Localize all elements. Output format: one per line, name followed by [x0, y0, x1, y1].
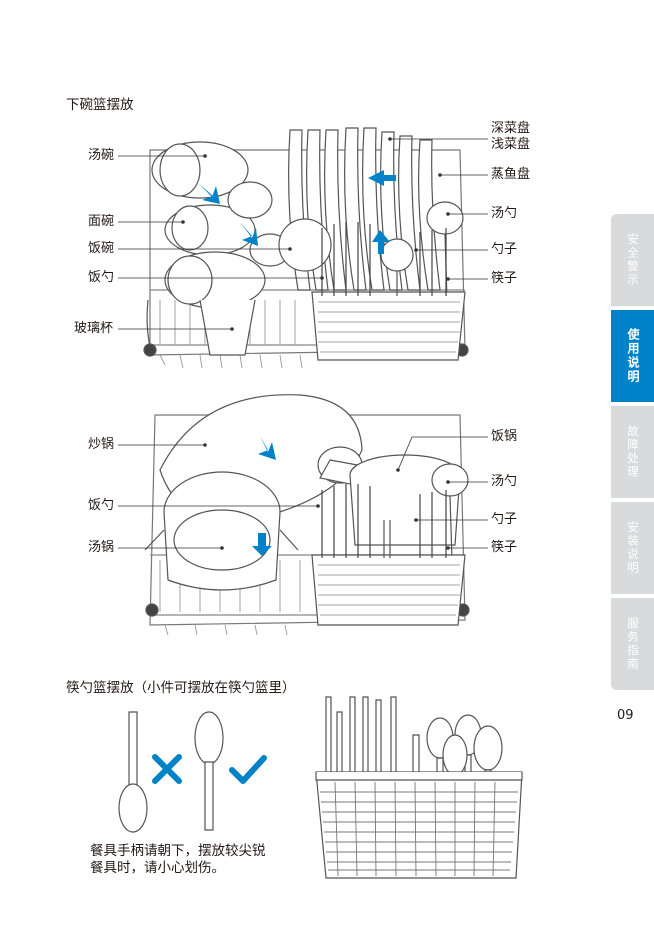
label-ladle-2: 汤勺: [491, 474, 518, 489]
lower-rack-title: 下碗篮摆放: [66, 97, 134, 113]
cutlery-note-line2: 餐具时，请小心划伤。: [90, 860, 225, 876]
check-icon: [229, 755, 267, 784]
label-soup-pot: 汤锅: [88, 540, 115, 555]
page-number: 09: [617, 708, 634, 723]
label-rice-spoon: 饭勺: [88, 270, 115, 285]
tab-safety-warning[interactable]: 安全警示: [611, 214, 654, 306]
label-shallow-plate: 浅菜盘: [491, 137, 531, 152]
cutlery-basket-title: 筷勺篮摆放（小件可摆放在筷勺篮里）: [66, 680, 296, 696]
label-fish-plate: 蒸鱼盘: [491, 167, 531, 182]
tab-label: 安装说明: [626, 521, 640, 575]
label-noodle-bowl: 面碗: [88, 214, 115, 229]
label-rice-pot: 饭锅: [491, 429, 518, 444]
tab-label: 使用说明: [626, 328, 640, 384]
side-tab-nav: 安全警示 使用说明 故障处理 安装说明 服务指南: [611, 214, 654, 694]
label-soup-bowl: 汤碗: [88, 148, 115, 163]
tab-label: 故障处理: [626, 425, 640, 479]
label-rice-spoon-2: 饭勺: [88, 498, 115, 513]
tab-label: 服务指南: [626, 617, 640, 671]
tab-usage-instructions[interactable]: 使用说明: [611, 310, 654, 402]
label-ladle: 汤勺: [491, 206, 518, 221]
tab-service-guide[interactable]: 服务指南: [611, 598, 654, 690]
label-rice-bowl: 饭碗: [88, 241, 115, 256]
label-spoon: 勺子: [491, 242, 518, 257]
tab-installation[interactable]: 安装说明: [611, 502, 654, 594]
label-spoon-2: 勺子: [491, 512, 518, 527]
label-chopsticks: 筷子: [491, 271, 518, 286]
cross-icon: [152, 754, 182, 784]
cutlery-note-line1: 餐具手柄请朝下，摆放较尖锐: [90, 843, 266, 859]
label-deep-plate: 深菜盘: [491, 121, 531, 136]
label-wok: 炒锅: [88, 437, 115, 452]
label-chopsticks-2: 筷子: [491, 540, 518, 555]
tab-troubleshooting[interactable]: 故障处理: [611, 406, 654, 498]
label-glass: 玻璃杯: [74, 321, 114, 336]
tab-label: 安全警示: [626, 233, 640, 287]
